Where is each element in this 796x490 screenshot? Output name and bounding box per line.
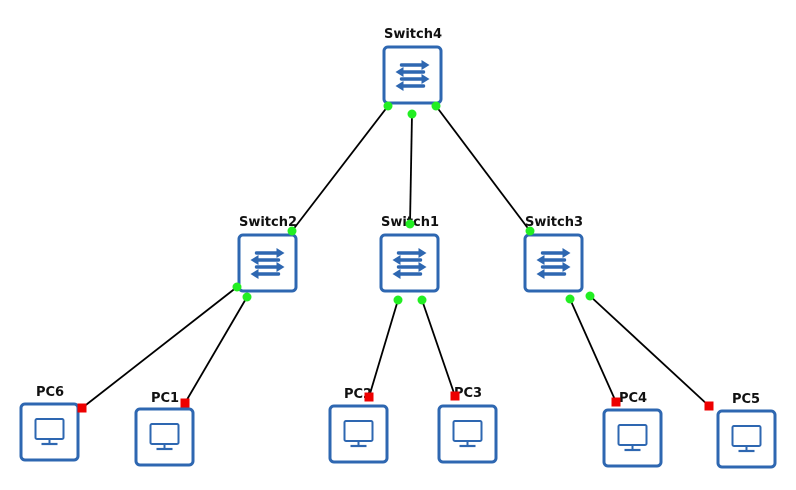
device-label: PC6 [36, 385, 64, 400]
device-box [237, 233, 298, 293]
link-sw2-pc1 [184, 296, 248, 404]
switch-arrows-icon [395, 60, 430, 91]
pc-node[interactable]: PC5 [716, 392, 777, 469]
monitor-icon [34, 418, 65, 446]
device-label: PC3 [454, 386, 482, 401]
monitor-icon [343, 420, 374, 448]
link-sw4-sw1 [409, 113, 413, 225]
device-label: PC5 [732, 392, 760, 407]
port-up-sw3-to-pc5 [585, 291, 595, 301]
switch-arrows-icon [536, 248, 571, 279]
port-down-pc3-from-sw1 [450, 391, 460, 401]
port-down-pc4-from-sw3 [611, 397, 621, 407]
port-up-sw4-to-sw3 [431, 101, 441, 111]
port-down-pc6-from-sw2 [77, 403, 87, 413]
link-sw1-pc2 [368, 299, 399, 398]
switch-arrows-icon [250, 248, 285, 279]
port-up-sw2-from-sw4 [287, 226, 297, 236]
switch-node[interactable]: Switch3 [523, 215, 584, 293]
device-label: Switch3 [525, 215, 583, 230]
port-down-pc2-from-sw1 [364, 392, 374, 402]
device-box [382, 45, 443, 105]
port-up-sw3-from-sw4 [525, 226, 535, 236]
port-up-sw4-to-sw2 [383, 101, 393, 111]
pc-node[interactable]: PC4 [602, 391, 663, 468]
switch-node[interactable]: Switch4 [382, 27, 443, 105]
monitor-icon [731, 425, 762, 453]
link-sw3-pc5 [589, 295, 710, 407]
pc-node[interactable]: PC3 [437, 386, 498, 464]
device-label: PC4 [619, 391, 647, 406]
port-up-sw3-to-pc4 [565, 294, 575, 304]
pc-node[interactable]: PC1 [134, 391, 195, 467]
links-layer [81, 105, 710, 409]
device-box [379, 233, 440, 293]
port-down-pc1-from-sw2 [180, 398, 190, 408]
port-up-sw4-to-sw1 [407, 109, 417, 119]
device-box [328, 404, 389, 464]
link-sw1-pc3 [421, 299, 456, 397]
switch-node[interactable]: Switch2 [237, 215, 298, 293]
device-box [716, 409, 777, 469]
device-box [523, 233, 584, 293]
port-up-sw1-from-sw4 [405, 219, 415, 229]
link-sw3-pc4 [569, 298, 617, 403]
pc-node[interactable]: PC2 [328, 387, 389, 464]
device-box [602, 408, 663, 468]
port-up-sw1-to-pc2 [393, 295, 403, 305]
port-down-pc5-from-sw3 [704, 401, 714, 411]
ports-layer [77, 101, 714, 413]
device-label: Switch2 [239, 215, 297, 230]
link-sw4-sw3 [435, 105, 531, 232]
switch-arrows-icon [392, 248, 427, 279]
port-up-sw2-to-pc1 [242, 292, 252, 302]
link-sw4-sw2 [291, 105, 389, 232]
link-sw2-pc6 [81, 286, 238, 409]
device-box [437, 404, 498, 464]
switch-node[interactable]: Switch1 [379, 215, 440, 293]
pc-node[interactable]: PC6 [19, 385, 80, 462]
port-up-sw1-to-pc3 [417, 295, 427, 305]
device-box [134, 407, 195, 467]
monitor-icon [149, 423, 180, 451]
monitor-icon [617, 424, 648, 452]
device-label: PC1 [151, 391, 179, 406]
device-box [19, 402, 80, 462]
port-up-sw2-to-pc6 [232, 282, 242, 292]
device-label: Switch4 [384, 27, 442, 42]
monitor-icon [452, 420, 483, 448]
